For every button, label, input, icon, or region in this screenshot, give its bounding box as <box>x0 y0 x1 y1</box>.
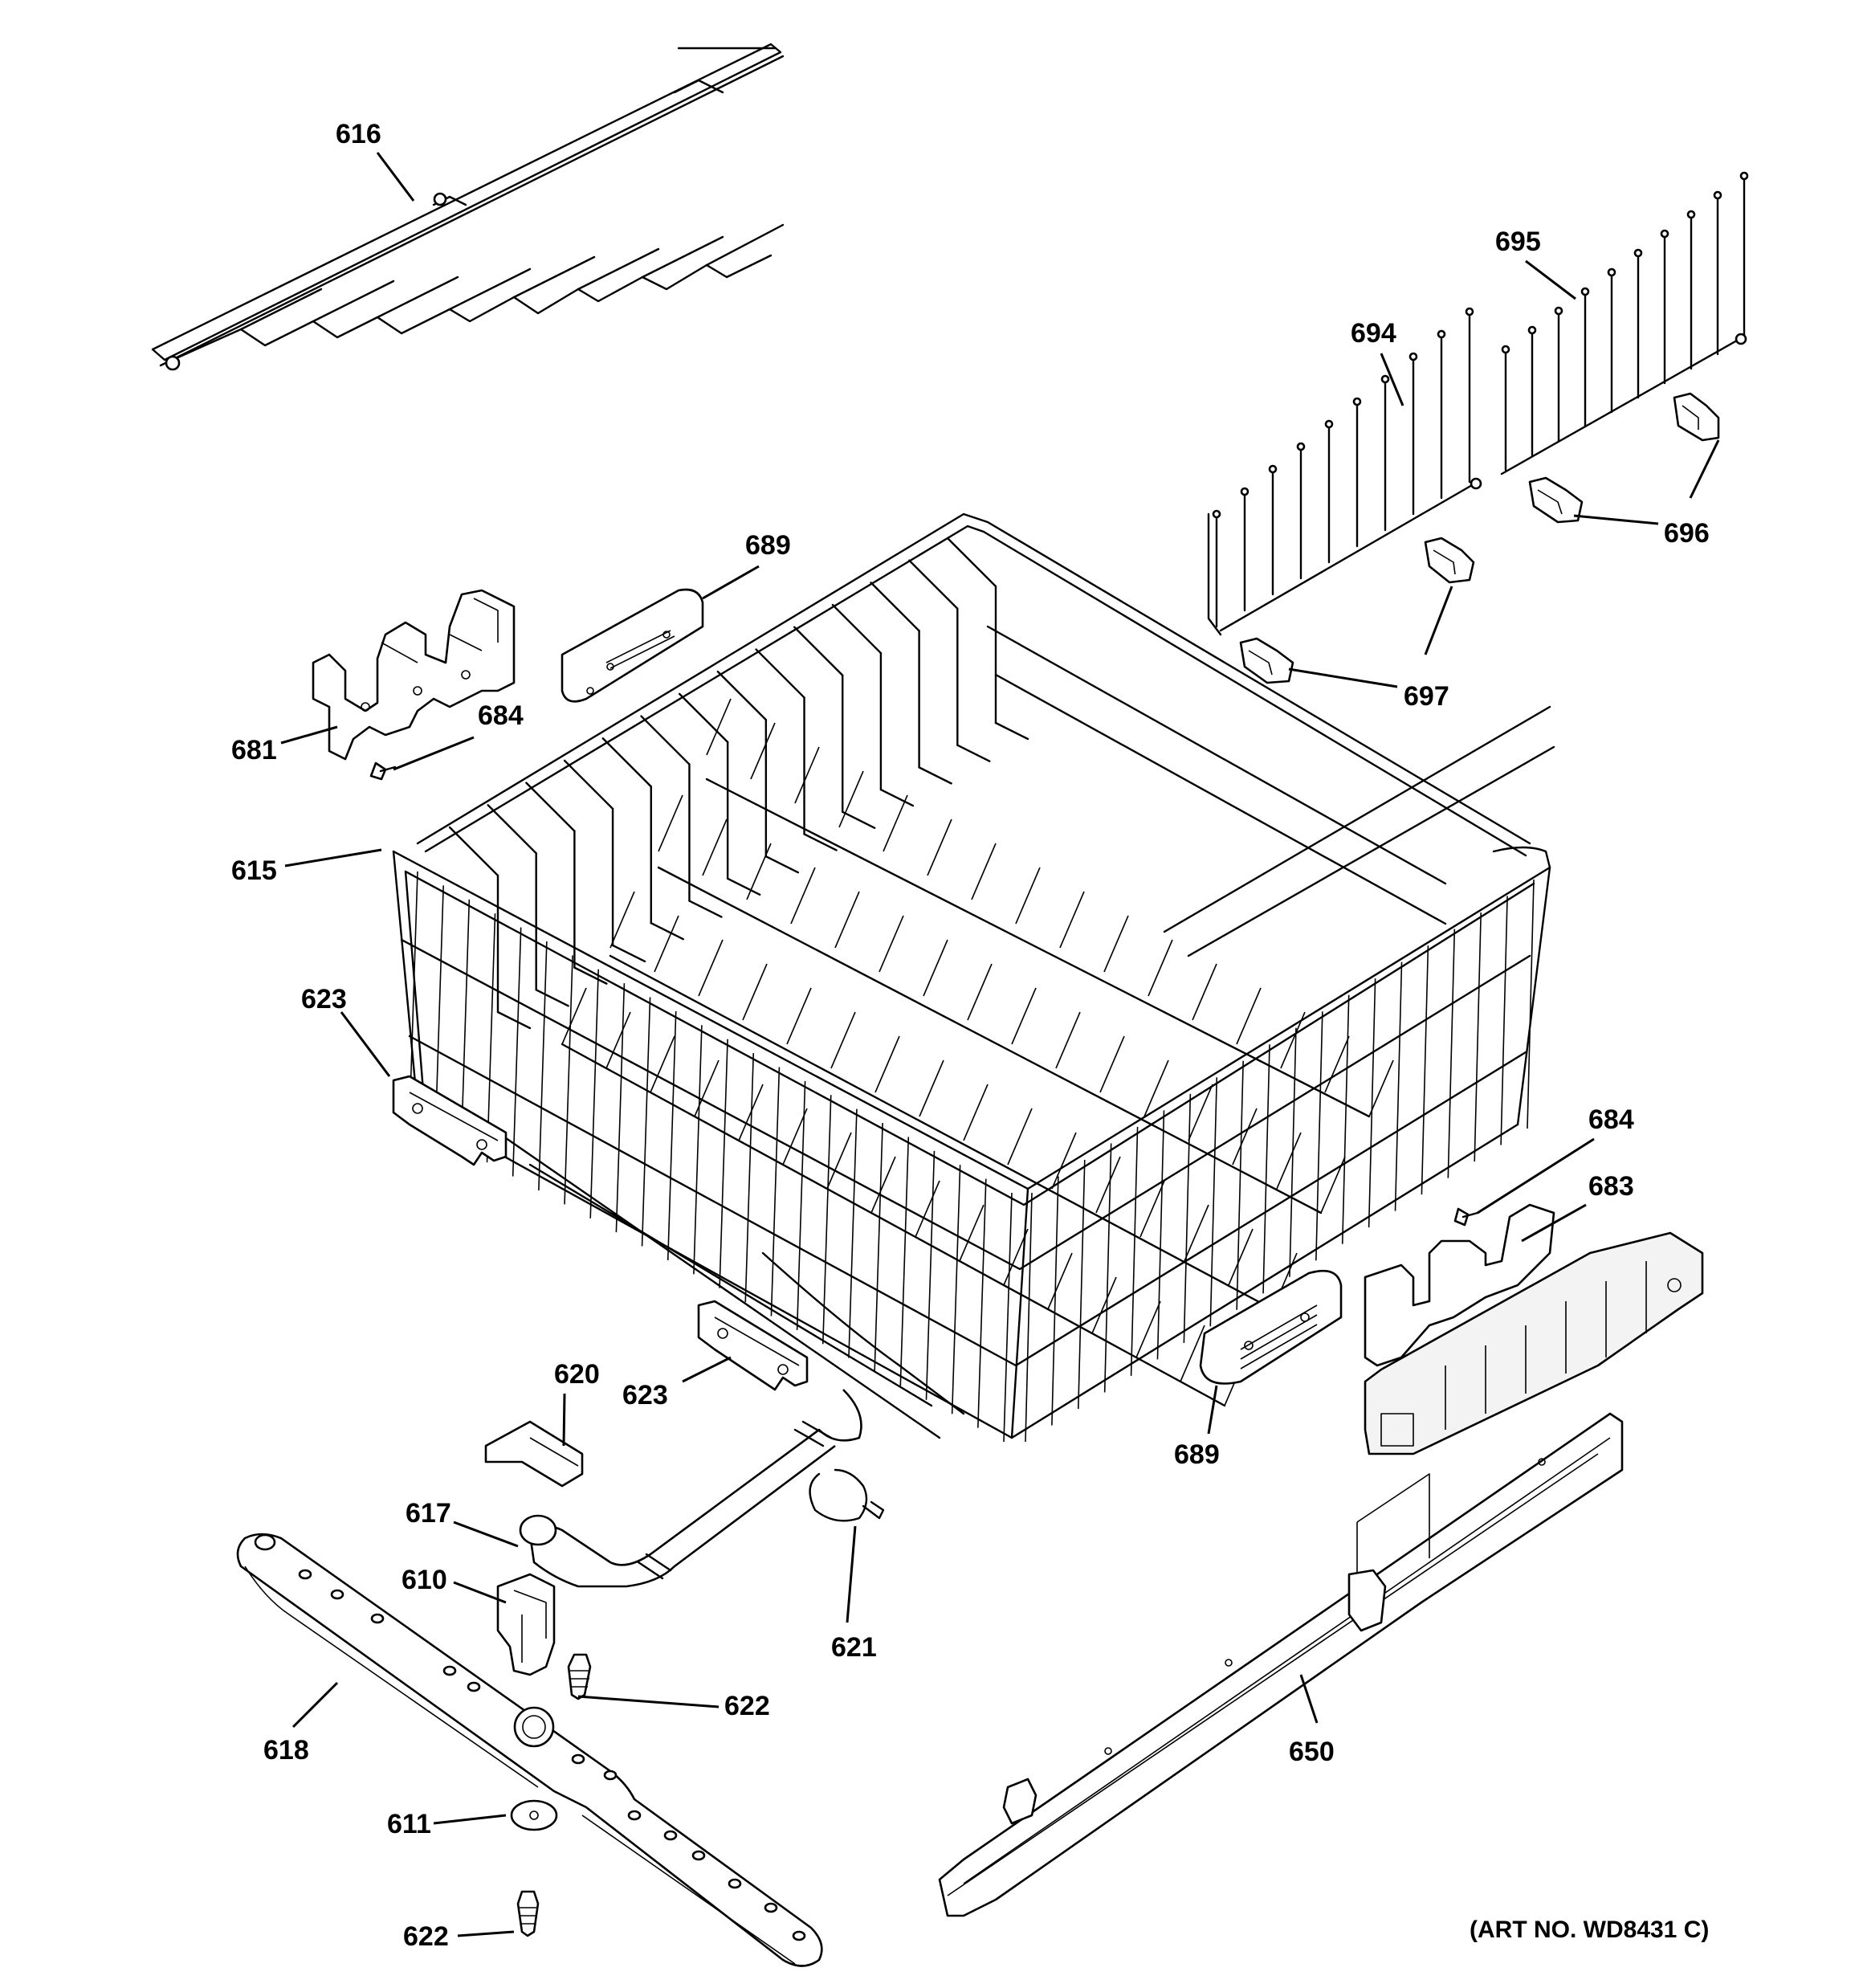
label-622-lower: 622 <box>403 1921 449 1952</box>
part-611-washer[interactable] <box>510 1799 558 1831</box>
part-697-clip-upper[interactable] <box>1424 537 1475 584</box>
label-615: 615 <box>231 855 277 886</box>
part-621-clamp[interactable] <box>809 1468 885 1522</box>
label-689-lower: 689 <box>1174 1439 1220 1470</box>
part-617-water-conduit[interactable] <box>519 1389 862 1588</box>
label-611: 611 <box>387 1809 431 1839</box>
part-684-screw-left[interactable] <box>369 761 397 781</box>
label-684-left: 684 <box>478 700 524 731</box>
label-623-right: 623 <box>622 1380 668 1410</box>
callout-labels: 616 695 694 689 696 681 684 697 615 623 … <box>231 119 1710 1952</box>
label-617: 617 <box>406 1498 451 1529</box>
part-618-lower-spray-arm[interactable] <box>236 1533 823 1967</box>
part-681-bracket[interactable] <box>312 589 516 761</box>
part-694-tine-row[interactable] <box>1207 307 1482 636</box>
label-684-right: 684 <box>1588 1104 1634 1135</box>
label-620: 620 <box>554 1359 600 1390</box>
part-696-clip-upper[interactable] <box>1673 392 1720 442</box>
label-689-upper: 689 <box>745 530 791 561</box>
label-683: 683 <box>1588 1171 1634 1202</box>
label-610: 610 <box>402 1565 447 1595</box>
part-683-rack-adjuster[interactable] <box>1364 1203 1704 1455</box>
part-623-roller-left[interactable] <box>392 1075 508 1166</box>
part-610-manifold[interactable] <box>496 1573 556 1676</box>
label-622-upper: 622 <box>724 1691 770 1721</box>
label-616: 616 <box>336 119 381 149</box>
leader-lines <box>280 152 1720 1937</box>
part-697-clip-lower[interactable] <box>1239 637 1294 684</box>
part-615-upper-rack[interactable] <box>392 512 1555 1443</box>
part-620-cap[interactable] <box>484 1420 584 1488</box>
label-681: 681 <box>231 735 277 765</box>
part-616-cup-shelf[interactable] <box>151 43 785 371</box>
label-623-left: 623 <box>301 984 347 1014</box>
part-622-screw-upper[interactable] <box>567 1653 592 1700</box>
label-695: 695 <box>1495 227 1541 257</box>
label-694: 694 <box>1351 318 1396 349</box>
label-618: 618 <box>263 1735 309 1766</box>
part-695-tine-row[interactable] <box>1500 171 1749 476</box>
label-650: 650 <box>1289 1737 1335 1767</box>
part-623-roller-right[interactable] <box>697 1300 809 1391</box>
part-650-slide-rail[interactable] <box>938 1412 1624 1917</box>
part-689-handle-lower[interactable] <box>1199 1269 1343 1385</box>
part-689-handle-upper[interactable] <box>561 588 704 703</box>
part-684-screw-right[interactable] <box>1453 1207 1479 1227</box>
label-696: 696 <box>1664 518 1710 549</box>
art-number: (ART NO. WD8431 C) <box>1470 1917 1709 1943</box>
label-621: 621 <box>831 1632 877 1663</box>
label-697: 697 <box>1404 681 1449 712</box>
part-696-clip-lower[interactable] <box>1528 476 1584 524</box>
part-622-screw-lower[interactable] <box>516 1890 540 1937</box>
